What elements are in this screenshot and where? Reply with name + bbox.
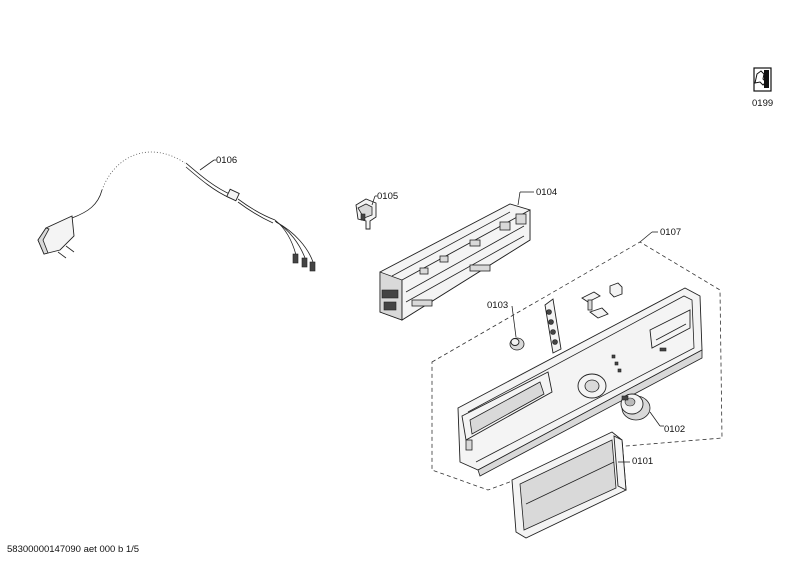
- drawer-handle-part: [511, 431, 627, 539]
- part-number-0101: 0101: [632, 456, 653, 467]
- power-cable-part: [37, 151, 316, 272]
- document-footer: 58300000147090 aet 000 b 1/5: [7, 544, 140, 555]
- small-cap-part: [609, 282, 623, 298]
- part-number-0104: 0104: [536, 187, 557, 198]
- panel-group-outline: [431, 241, 723, 491]
- part-number-0105: 0105: [377, 191, 398, 202]
- knob-part: [620, 393, 651, 421]
- electronic-module-part: [379, 203, 531, 321]
- control-panel-part: [457, 287, 703, 477]
- light-pipe-part: [544, 298, 562, 354]
- part-number-0199: 0199: [752, 98, 773, 109]
- part-number-0107: 0107: [660, 227, 681, 238]
- part-number-0103: 0103: [487, 300, 508, 311]
- part-number-0102: 0102: [664, 424, 685, 435]
- clip-part: [355, 198, 377, 230]
- wrench-tool-icon: [753, 67, 772, 92]
- button-part: [509, 337, 525, 351]
- part-number-0106: 0106: [216, 155, 237, 166]
- switch-part: [581, 291, 609, 319]
